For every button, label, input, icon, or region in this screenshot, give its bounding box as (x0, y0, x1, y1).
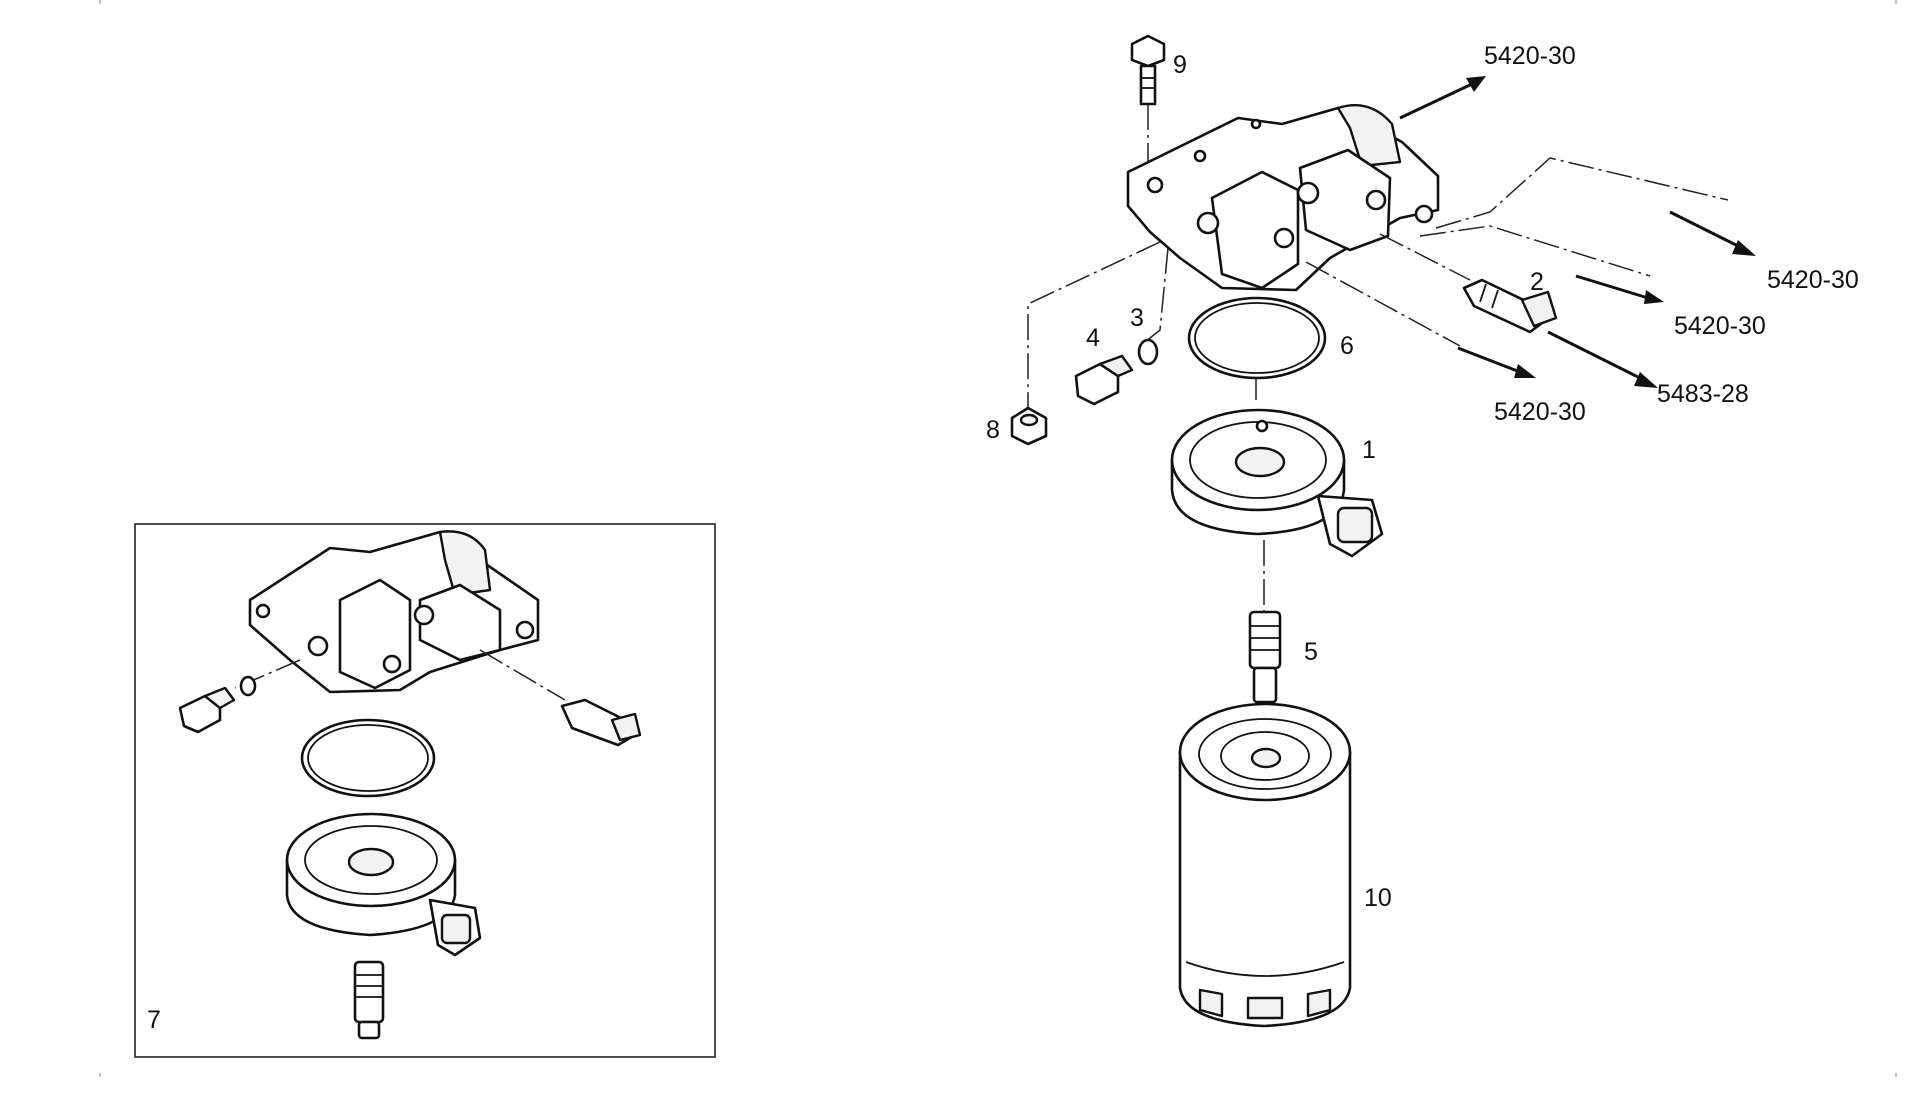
leader-housing-to-ref-low (1305, 261, 1461, 347)
inset-filter-adapter (285, 812, 482, 957)
leader-housing-to-ref-mid (1419, 225, 1651, 277)
part-6-seal-ring (1187, 296, 1327, 380)
reference-5420-30-right: 5420-30 (1767, 266, 1859, 294)
leader-housing-to-ref-top (1435, 157, 1729, 229)
reference-arrows (1399, 76, 1756, 388)
inset-drain-plug (178, 675, 257, 734)
inset-leader-sensor (479, 649, 566, 701)
inset-filter-housing (248, 530, 540, 694)
part-9-bolt (1130, 34, 1166, 106)
part-4-plug (1074, 354, 1134, 406)
part-8-nut (1010, 406, 1048, 446)
callout-8: 8 (986, 416, 1000, 444)
leader-housing-to-nut (1027, 241, 1161, 408)
reference-5420-30-mid: 5420-30 (1674, 312, 1766, 340)
inset-seal-ring (300, 718, 436, 798)
callout-10: 10 (1364, 884, 1392, 912)
callout-1: 1 (1362, 436, 1376, 464)
callout-5: 5 (1304, 638, 1318, 666)
leader-housing-to-sensor (1379, 233, 1471, 281)
callout-9: 9 (1173, 51, 1187, 79)
callout-2: 2 (1530, 268, 1544, 296)
callout-3: 3 (1130, 304, 1144, 332)
callout-7: 7 (147, 1006, 161, 1034)
filter-housing (1126, 104, 1440, 292)
callout-4: 4 (1086, 324, 1100, 352)
part-5-threaded-nipple (1248, 610, 1282, 704)
reference-5483-28: 5483-28 (1657, 380, 1749, 408)
part-2-pressure-sensor (1462, 278, 1558, 334)
inset-threaded-nipple (353, 960, 385, 1040)
callout-6: 6 (1340, 332, 1354, 360)
inset-assembly: 7 (134, 523, 716, 1058)
part-3-o-ring (1137, 338, 1159, 366)
page-corner-marks (99, 0, 1897, 1077)
reference-5420-30-low: 5420-30 (1494, 398, 1586, 426)
reference-5420-30-top: 5420-30 (1484, 42, 1576, 70)
part-10-oil-filter (1178, 702, 1352, 1028)
part-1-filter-adapter (1170, 408, 1384, 558)
inset-pressure-sensor (560, 698, 642, 747)
leader-housing-to-plug (1139, 247, 1169, 347)
inset-frame (134, 523, 716, 1058)
